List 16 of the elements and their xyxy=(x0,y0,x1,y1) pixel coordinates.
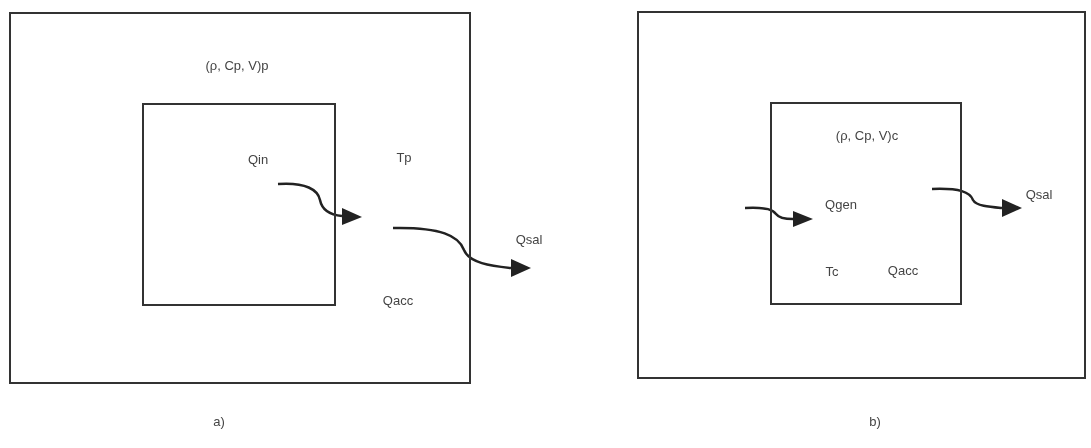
variable-label: Qgen xyxy=(825,196,857,212)
variable-label: Qacc xyxy=(887,262,919,278)
variable-label: Tp xyxy=(396,149,412,165)
system-box xyxy=(142,103,336,306)
system-box xyxy=(770,102,962,305)
system-box xyxy=(9,12,471,384)
flow-label: Qsal xyxy=(515,231,543,247)
variable-label: Qin xyxy=(247,151,269,167)
panel-caption: a) xyxy=(213,413,225,429)
system-box xyxy=(637,11,1086,379)
variable-label: Qsal xyxy=(1025,186,1053,202)
variable-label: Qacc xyxy=(382,292,414,308)
panel-caption: b) xyxy=(869,413,881,429)
variable-label: (ρ, Cp, V)p xyxy=(205,57,269,73)
variable-label: Tc xyxy=(825,263,839,279)
variable-label: (ρ, Cp, V)c xyxy=(835,127,899,143)
